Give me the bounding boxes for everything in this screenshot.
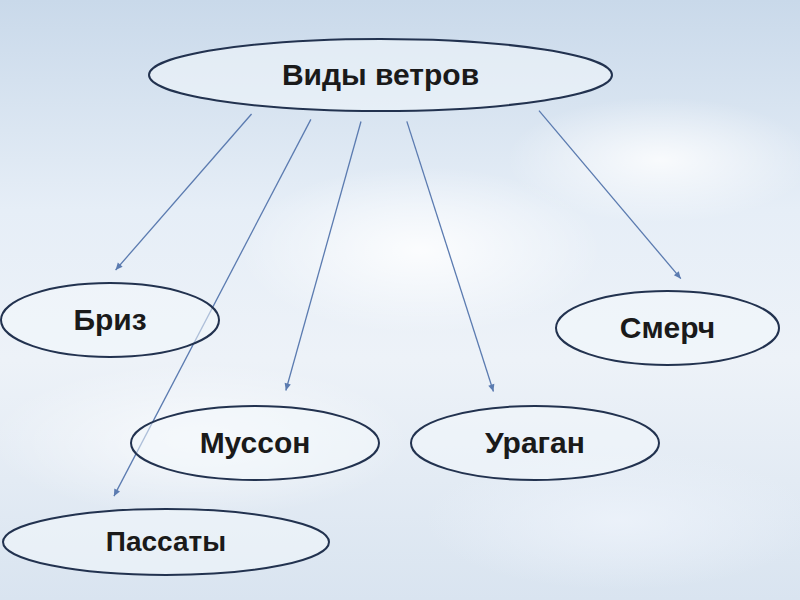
arrow-connector xyxy=(539,111,681,279)
wind-ellipse: Пассаты xyxy=(2,508,330,576)
wind-ellipse: Виды ветров xyxy=(148,38,613,112)
wind-name: Смерч xyxy=(620,311,716,345)
wind-name: Пассаты xyxy=(106,526,226,558)
wind-name: Муссон xyxy=(200,426,311,460)
wind-ellipse: Муссон xyxy=(130,405,380,481)
arrow-connector xyxy=(407,121,495,391)
wind-name: Бриз xyxy=(73,303,146,337)
arrow-connector xyxy=(285,122,361,391)
wind-ellipse: Ураган xyxy=(410,405,660,481)
wind-ellipse: Смерч xyxy=(555,290,780,366)
wind-name: Виды ветров xyxy=(282,58,479,92)
wind-ellipse: Бриз xyxy=(0,282,220,358)
wind-name: Ураган xyxy=(485,426,585,460)
arrow-connector xyxy=(116,114,252,270)
